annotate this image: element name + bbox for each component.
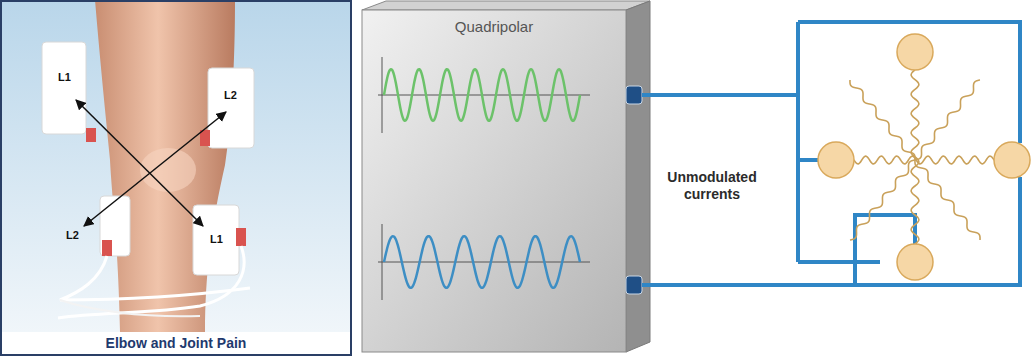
caption-strip bbox=[1, 332, 351, 355]
electrode-circle bbox=[897, 244, 933, 280]
interference-field bbox=[850, 70, 994, 244]
leg bbox=[95, 0, 235, 332]
stimulator-box bbox=[362, 1, 650, 352]
electrode-label: L2 bbox=[224, 89, 237, 102]
panel-ground bbox=[1, 1, 351, 355]
electrode-pad bbox=[42, 42, 86, 134]
kneecap bbox=[140, 148, 196, 192]
box-front bbox=[362, 10, 626, 352]
wave-axis bbox=[382, 224, 383, 300]
electrode-label: L2 bbox=[66, 229, 79, 242]
electrode-pad bbox=[193, 205, 239, 275]
device-box: Quadripolar bbox=[362, 10, 626, 352]
lead-wire bbox=[58, 246, 244, 318]
output-socket bbox=[626, 276, 642, 294]
electrode-clip bbox=[102, 240, 112, 256]
interference-line bbox=[850, 80, 980, 240]
electrode-circle bbox=[994, 142, 1030, 178]
interference-line bbox=[850, 80, 980, 240]
output-socket bbox=[626, 86, 642, 104]
sine-wave bbox=[384, 236, 580, 288]
wire bbox=[798, 158, 818, 162]
wire bbox=[798, 260, 880, 264]
interference-line bbox=[854, 156, 994, 164]
current-arrow bbox=[76, 100, 203, 226]
electrode-circle bbox=[897, 34, 933, 70]
wave-axis bbox=[378, 262, 590, 263]
electrode-circles bbox=[818, 34, 1030, 280]
wire bbox=[798, 22, 1020, 143]
box-top bbox=[362, 1, 650, 10]
current-arrow bbox=[84, 112, 226, 226]
electrode-label: L1 bbox=[210, 233, 223, 246]
wave-axis bbox=[382, 57, 383, 133]
box-side bbox=[626, 1, 650, 352]
electrode-clip bbox=[236, 228, 246, 246]
electrode-clip bbox=[86, 128, 96, 142]
electrode-pad bbox=[100, 196, 130, 256]
electrode-model bbox=[642, 22, 1020, 285]
panel-frame bbox=[1, 1, 351, 355]
lead-wire bbox=[60, 256, 250, 300]
electrode-circle bbox=[818, 142, 854, 178]
electrode-label: L1 bbox=[58, 71, 71, 84]
knee-illustration bbox=[1, 0, 351, 355]
wave-axis bbox=[378, 95, 590, 96]
caption-text: Elbow and Joint Pain bbox=[2, 335, 350, 351]
electrode-pad bbox=[208, 68, 254, 148]
device-title: Quadripolar bbox=[362, 18, 626, 35]
current-label: Unmodulated currents bbox=[653, 169, 771, 203]
wire bbox=[642, 93, 798, 97]
sine-wave bbox=[384, 69, 580, 121]
lead-wire bbox=[60, 300, 200, 316]
photo-panel: Elbow and Joint Pain bbox=[2, 2, 350, 354]
wire bbox=[796, 22, 800, 262]
